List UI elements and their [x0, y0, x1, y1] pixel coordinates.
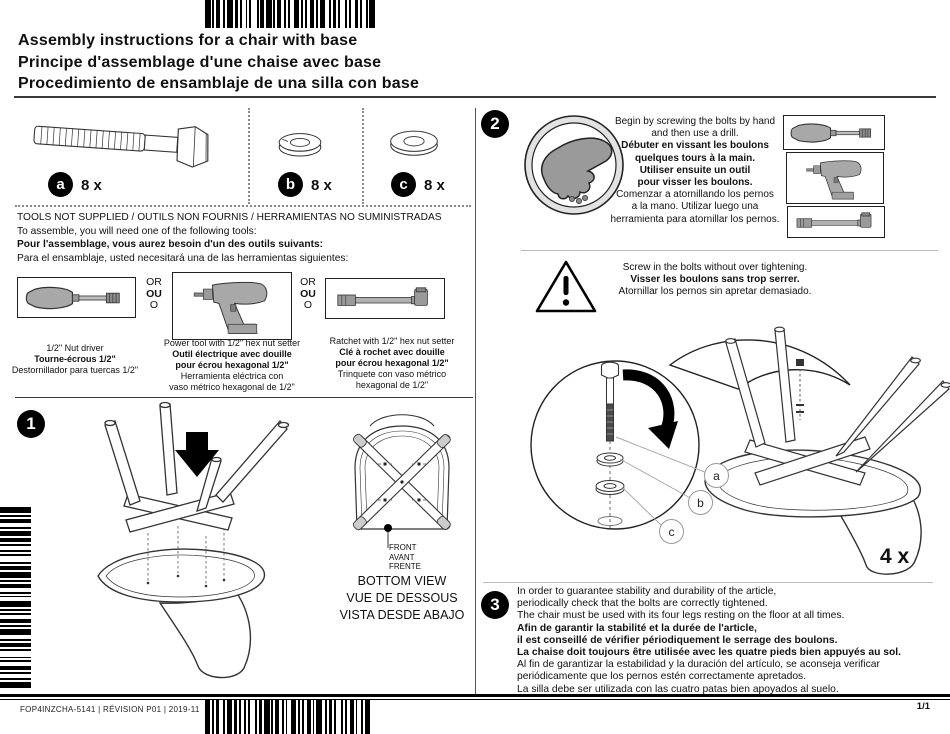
step2-tool-ratchet: [787, 206, 885, 238]
ratchet-label: Ratchet with 1/2" hex nut setter Clé à r…: [329, 336, 455, 390]
column-divider: [475, 108, 476, 697]
tool-box-nut-driver: [17, 277, 136, 318]
step3-text: In order to guarantee stability and dura…: [517, 586, 901, 695]
flat-washer-illustration: [390, 130, 438, 156]
or-separator-2: OR OU O: [300, 276, 316, 311]
title-divider: [14, 96, 936, 98]
rotate-arrow-icon: [622, 369, 675, 431]
tool-box-ratchet: [325, 278, 445, 319]
bottom-view-diagram: [352, 414, 451, 548]
nut-driver-icon: [789, 121, 879, 145]
footer-meta: FOP4INZCHA-5141 | RÉVISION P01 | 2019-11: [20, 705, 200, 714]
part-a-badge: a: [48, 172, 73, 197]
front-marker-dot: [384, 524, 392, 532]
callout-b: b: [688, 490, 713, 515]
tools-intro-es: Para el ensamblaje, usted necesitará una…: [17, 252, 349, 264]
part-a-qty: 8 x: [81, 177, 102, 194]
callout-a: a: [704, 463, 729, 488]
callout-c: c: [659, 519, 684, 544]
ratchet-icon: [793, 212, 879, 232]
step3-divider: [483, 582, 933, 583]
step2-divider: [521, 250, 938, 251]
warning-text: Screw in the bolts without over tighteni…: [618, 262, 812, 298]
footer-barcode-icon: [205, 700, 370, 734]
step2-tool-power-drill: [786, 152, 884, 204]
title-es: Procedimiento de ensamblaje de una silla…: [18, 75, 420, 92]
page-number: 1/1: [916, 701, 930, 712]
step3-badge: 3: [481, 591, 509, 619]
tools-heading: TOOLS NOT SUPPLIED / OUTILS NON FOURNIS …: [17, 212, 442, 223]
parts-divider-2: [362, 108, 364, 204]
front-label: FRONT AVANT FRENTE: [389, 543, 421, 571]
footer-divider: [0, 694, 950, 700]
tools-intro-en: To assemble, you will need one of the fo…: [17, 225, 257, 237]
part-b-qty: 8 x: [311, 177, 332, 194]
power-drill-label: Power tool with 1/2" hex nut setter Outi…: [163, 338, 301, 392]
assembled-chair: [704, 326, 950, 575]
nut-driver-icon: [24, 284, 129, 312]
step1-badge: 1: [17, 410, 45, 438]
ratchet-icon: [332, 287, 438, 311]
bottom-view-caption: BOTTOM VIEW VUE DE DESSOUS VISTA DESDE A…: [339, 574, 465, 622]
step2-text: Begin by screwing the bolts by hand and …: [610, 116, 780, 225]
step2-badge: 2: [481, 110, 509, 138]
title-en: Assembly instructions for a chair with b…: [18, 32, 358, 49]
page-title: Assembly instructions for a chair with b…: [18, 30, 419, 95]
left-vertical-barcode-icon: [0, 507, 31, 688]
tools-bottom-divider: [15, 397, 473, 398]
title-fr: Principe d'assemblage d'une chaise avec …: [18, 53, 382, 71]
tools-intro-fr: Pour l'assemblage, vous aurez besoin d'u…: [17, 239, 324, 250]
hand-turning-bolt-icon: [524, 115, 624, 215]
down-arrow-icon: [175, 432, 219, 477]
power-drill-icon: [805, 156, 865, 201]
power-drill-icon: [191, 276, 273, 336]
nut-driver-label: 1/2" Nut driver Tourne-écrous 1/2" Desto…: [11, 343, 139, 375]
bolt-detail-diagram: [530, 326, 950, 575]
part-c-qty: 8 x: [424, 177, 445, 194]
detail-quantity: 4 x: [880, 545, 910, 568]
parts-bottom-divider: [15, 205, 471, 207]
tool-box-power-drill: [172, 272, 292, 340]
lock-washer-illustration: [278, 133, 322, 157]
exclamation-triangle-icon: [535, 260, 597, 313]
bolt-illustration: [33, 125, 209, 168]
top-barcode-icon: [205, 0, 375, 28]
parts-divider-1: [248, 108, 250, 204]
tools-section: TOOLS NOT SUPPLIED / OUTILS NON FOURNIS …: [17, 211, 442, 265]
part-b-badge: b: [278, 172, 303, 197]
step2-tool-nut-driver: [783, 115, 885, 150]
or-separator-1: OR OU O: [146, 276, 162, 311]
step1-exploded-chair-diagram: [97, 401, 290, 679]
part-c-badge: c: [391, 172, 416, 197]
